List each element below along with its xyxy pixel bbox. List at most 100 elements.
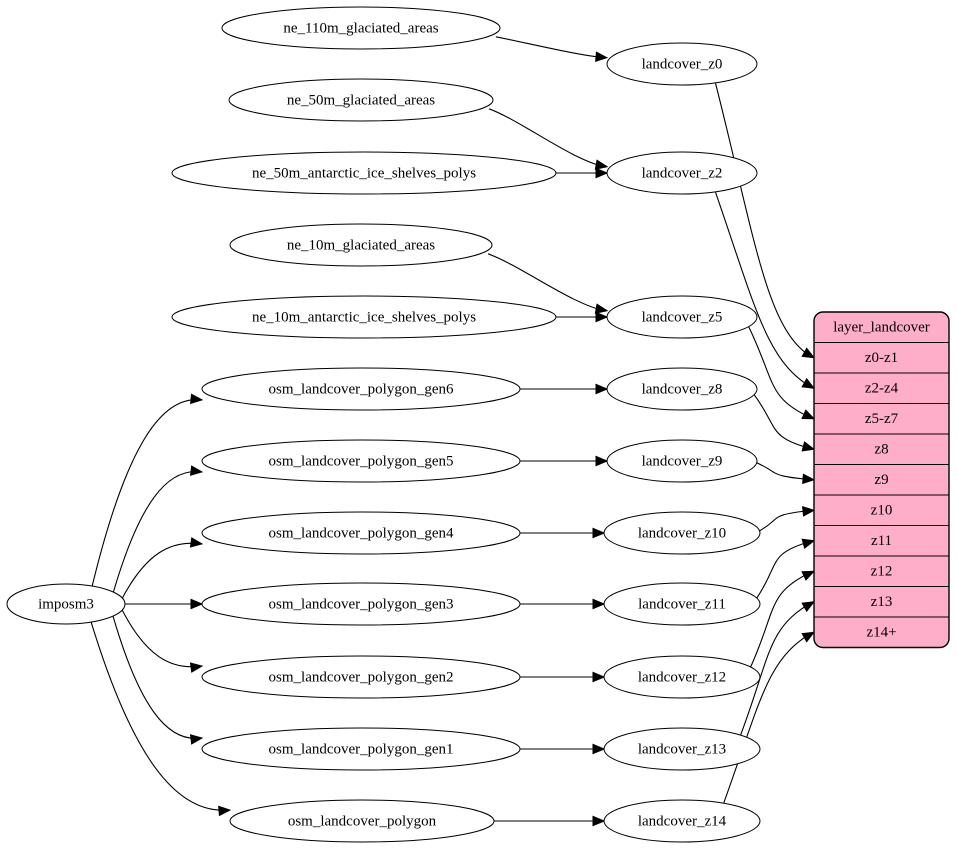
arrow-head	[801, 601, 816, 613]
node-label: osm_landcover_polygon_gen1	[269, 741, 454, 757]
layer-table-cell-label: z0-z1	[865, 350, 898, 366]
arrow-head	[801, 570, 816, 581]
layer-table-cell-label: z13	[871, 594, 893, 610]
node-label: landcover_z8	[642, 381, 723, 397]
edge-landcover_z12-to-layer_landcover-z12	[750, 570, 814, 668]
node-landcover_z14[interactable]: landcover_z14	[603, 799, 761, 843]
node-shape	[603, 511, 761, 555]
node-osm_landcover_polygon_gen4[interactable]: osm_landcover_polygon_gen4	[201, 511, 521, 555]
layer-table-row-z14plus[interactable]: z14+	[814, 616, 949, 648]
node-label: osm_landcover_polygon_gen2	[269, 669, 454, 685]
node-label: landcover_z0	[642, 56, 723, 72]
layer-table-row-z2-z4[interactable]: z2-z4	[814, 372, 949, 404]
edge-imposm3-to-osm_landcover_polygon_gen4	[121, 542, 201, 599]
layer-table-row-z12[interactable]: z12	[814, 555, 949, 587]
arrow-head	[592, 743, 606, 755]
layer-table-header[interactable]: layer_landcover	[814, 312, 949, 343]
node-ne_50m_glaciated_areas[interactable]: ne_50m_glaciated_areas	[228, 78, 494, 122]
edge-landcover_z8-to-layer_landcover-z8	[753, 394, 814, 450]
arrow-head	[595, 455, 609, 467]
node-landcover_z11[interactable]: landcover_z11	[603, 582, 761, 626]
node-landcover_z12[interactable]: landcover_z12	[603, 655, 761, 699]
node-landcover_z0[interactable]: landcover_z0	[606, 42, 758, 86]
node-shape	[606, 295, 758, 339]
node-osm_landcover_polygon_gen5[interactable]: osm_landcover_polygon_gen5	[201, 439, 521, 483]
node-label: osm_landcover_polygon_gen5	[269, 453, 454, 469]
node-ne_50m_antarctic_ice_shelves_polys[interactable]: ne_50m_antarctic_ice_shelves_polys	[171, 151, 557, 195]
layer-table-row-z10[interactable]: z10	[814, 494, 949, 526]
node-ne_10m_antarctic_ice_shelves_polys[interactable]: ne_10m_antarctic_ice_shelves_polys	[171, 295, 557, 339]
layer-table-cell-label: z11	[871, 533, 892, 549]
layer-table-cell-label: z14+	[866, 625, 896, 641]
node-shape	[201, 582, 521, 626]
layer-table-cell-label: z8	[874, 442, 888, 458]
arrow-head	[595, 51, 609, 62]
node-label: landcover_z9	[642, 453, 723, 469]
node-shape	[229, 223, 493, 267]
edge-landcover_z11-to-layer_landcover-z11	[756, 540, 814, 599]
node-label: landcover_z11	[638, 596, 726, 612]
arrow-head	[189, 734, 204, 745]
edge-landcover_z14-to-layer_landcover-z14-	[723, 631, 814, 803]
node-landcover_z9[interactable]: landcover_z9	[606, 439, 758, 483]
node-label: landcover_z14	[638, 813, 727, 829]
edge-ne_110m_glaciated_areas-to-landcover_z0	[495, 36, 606, 59]
node-shape	[221, 6, 501, 50]
edges-layer	[90, 36, 816, 827]
layer-table-row-z0-z1[interactable]: z0-z1	[814, 342, 949, 374]
node-label: ne_10m_antarctic_ice_shelves_polys	[252, 309, 476, 325]
node-shape	[201, 655, 521, 699]
layer-table-row-z5-z7[interactable]: z5-z7	[814, 403, 949, 435]
node-landcover_z10[interactable]: landcover_z10	[603, 511, 761, 555]
arrow-head	[595, 311, 609, 323]
node-label: osm_landcover_polygon	[288, 813, 437, 829]
node-osm_landcover_polygon_gen2[interactable]: osm_landcover_polygon_gen2	[201, 655, 521, 699]
layer-table-cell-label: z10	[871, 503, 893, 519]
node-shape	[603, 582, 761, 626]
arrow-head	[592, 527, 606, 539]
node-osm_landcover_polygon_gen1[interactable]: osm_landcover_polygon_gen1	[201, 727, 521, 771]
node-shape	[606, 439, 758, 483]
edge-imposm3-to-osm_landcover_polygon_gen1	[112, 615, 201, 739]
node-shape	[603, 727, 761, 771]
arrow-head	[594, 303, 609, 314]
node-ne_110m_glaciated_areas[interactable]: ne_110m_glaciated_areas	[221, 6, 501, 50]
node-landcover_z2[interactable]: landcover_z2	[606, 151, 758, 195]
node-label: ne_110m_glaciated_areas	[283, 20, 438, 36]
node-label: landcover_z12	[638, 669, 726, 685]
layer-table-outline	[813, 311, 950, 649]
node-osm_landcover_polygon[interactable]: osm_landcover_polygon	[229, 799, 495, 843]
node-label: ne_10m_glaciated_areas	[287, 237, 435, 253]
layer-table-row-z8[interactable]: z8	[814, 433, 949, 465]
arrow-head	[189, 465, 204, 476]
arrow-head	[190, 598, 204, 610]
node-landcover_z8[interactable]: landcover_z8	[606, 367, 758, 411]
layer-table-cell-label: z5-z7	[865, 411, 899, 427]
node-osm_landcover_polygon_gen6[interactable]: osm_landcover_polygon_gen6	[201, 367, 521, 411]
node-shape	[201, 511, 521, 555]
node-ne_10m_glaciated_areas[interactable]: ne_10m_glaciated_areas	[229, 223, 493, 267]
node-label: ne_50m_antarctic_ice_shelves_polys	[252, 165, 476, 181]
node-label: landcover_z2	[642, 165, 723, 181]
node-shape	[171, 151, 557, 195]
node-imposm3[interactable]: imposm3	[6, 583, 126, 625]
node-label: imposm3	[38, 596, 94, 612]
arrow-head	[592, 671, 606, 683]
arrow-head	[802, 473, 816, 485]
node-landcover_z13[interactable]: landcover_z13	[603, 727, 761, 771]
layer-table-row-z13[interactable]: z13	[814, 586, 949, 618]
edge-landcover_z5-to-layer_landcover-z5-z7	[748, 326, 814, 420]
edge-ne_10m_glaciated_areas-to-landcover_z5	[487, 253, 606, 312]
arrow-head	[801, 631, 816, 643]
layer-table-body: layer_landcover z0-z1 z2-z4 z5-z7 z8 z9 z10 z11…	[814, 312, 949, 648]
layer-table-row-z9[interactable]: z9	[814, 464, 949, 496]
node-landcover_z5[interactable]: landcover_z5	[606, 295, 758, 339]
arrow-head	[189, 537, 204, 548]
node-shape	[603, 655, 761, 699]
node-label: landcover_z5	[642, 309, 723, 325]
node-osm_landcover_polygon_gen3[interactable]: osm_landcover_polygon_gen3	[201, 582, 521, 626]
layer-table-row-z11[interactable]: z11	[814, 525, 949, 557]
node-shape	[229, 799, 495, 843]
edge-landcover_z10-to-layer_landcover-z10	[759, 509, 814, 532]
